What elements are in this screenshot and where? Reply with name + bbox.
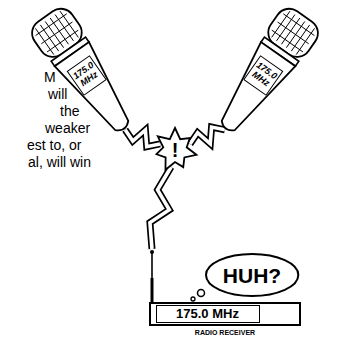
- microphone-handle: [55, 42, 142, 141]
- bolt-outline: [150, 167, 171, 249]
- bubble-tail: [191, 297, 195, 301]
- lightning-bolt: [125, 130, 160, 147]
- bolt-outline: [190, 127, 225, 144]
- display-frequency-box: 175.0 MHz: [157, 306, 258, 321]
- receiver-display: 175.0 MHz: [156, 305, 260, 323]
- microphone: 175.0 MHz: [205, 1, 325, 143]
- bolt-fill: [125, 130, 160, 147]
- receiver-label: RADIO RECEIVER: [195, 329, 255, 336]
- receiver-body: [150, 303, 300, 325]
- note-fragment: weaker: [45, 121, 90, 135]
- interference-burst: !: [160, 133, 190, 167]
- exclamation-mark-box: !: [160, 133, 190, 167]
- bubble-text-box: HUH?: [205, 253, 299, 297]
- antenna: [151, 278, 154, 303]
- note-fragment: est to, or: [27, 138, 81, 152]
- radio-receiver: RADIO RECEIVER 175.0 MHz: [144, 248, 304, 338]
- note-fragment: al, will win: [28, 155, 91, 169]
- bolt-fill: [190, 127, 225, 144]
- exclamation-mark: !: [172, 140, 179, 160]
- bubble-outline: [206, 254, 298, 296]
- burst-outline: [156, 128, 196, 170]
- display-frequency: 175.0 MHz: [176, 307, 239, 320]
- receiver-label-box: RADIO RECEIVER: [150, 328, 300, 337]
- lightning-bolt: [150, 167, 171, 249]
- bubble-text: HUH?: [223, 265, 281, 286]
- lightning-bolt: [190, 127, 225, 144]
- note-fragment: M: [44, 70, 56, 84]
- note-fragment: will: [48, 87, 67, 101]
- note-fragment: the: [60, 104, 79, 118]
- antenna-tip: [150, 250, 154, 254]
- bolt-outline: [125, 130, 160, 147]
- bolt-fill: [150, 167, 171, 249]
- thought-bubble: HUH?: [205, 253, 299, 297]
- antenna: [151, 253, 153, 278]
- radio-receiver-shape: [144, 248, 304, 338]
- bubble-tail: [197, 290, 204, 297]
- microphone-handle: [209, 42, 296, 141]
